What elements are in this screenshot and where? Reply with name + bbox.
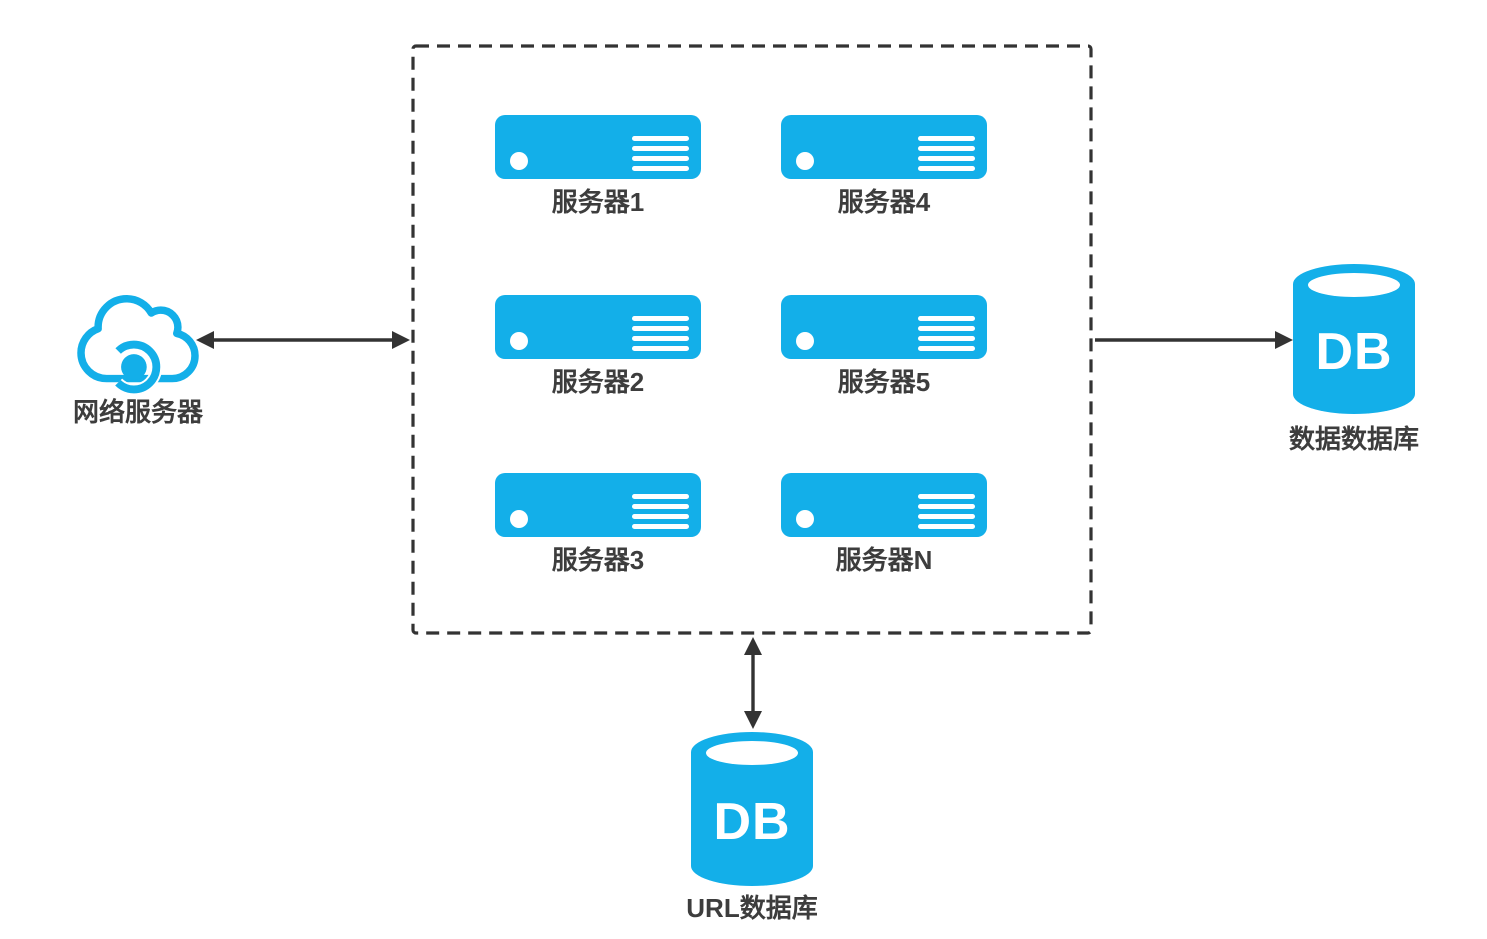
db-cylinder [1293,264,1415,414]
ring-dot [121,354,147,380]
db-cylinder [691,732,813,886]
web-server-label: 网络服务器 [72,397,203,427]
arrowhead-right [392,331,410,349]
cloud-outline [77,295,199,383]
broken-ring [107,340,161,394]
arrow-cloud-cluster [196,331,410,349]
server-vent-bars [918,136,975,176]
database-icon: DB [691,732,813,886]
cloud-server-icon [77,295,199,396]
db-text: DB [713,793,790,851]
server-label: 服务器4 [837,187,931,217]
data-database-label: 数据数据库 [1288,424,1420,454]
server-vent-bars [632,494,689,534]
server-label: 服务器1 [551,187,645,217]
server-node-3: 服务器3 [495,473,701,575]
server-node-5: 服务器5 [781,295,987,397]
server-led-dot [510,152,528,170]
server-vent-bars [918,494,975,534]
server-vent-bars [632,136,689,176]
data-database-node: DB 数据数据库 [1289,263,1419,453]
server-icon [781,295,987,359]
cluster-dashed-border [411,44,1093,635]
server-icon [781,115,987,179]
db-top-opening [706,741,798,765]
server-label: 服务器3 [551,545,645,575]
url-database-node: DB URL数据库 [686,731,818,922]
server-node-4: 服务器4 [781,115,987,217]
server-icon [495,473,701,537]
server-node-2: 服务器2 [495,295,701,397]
server-led-dot [796,152,814,170]
server-icon [495,115,701,179]
server-led-dot [796,510,814,528]
arrow-cluster-datadb [1095,331,1293,349]
server-led-dot [796,332,814,350]
server-node-1: 服务器1 [495,115,701,217]
arrow-cluster-urldb [744,637,762,729]
arrowhead-down [744,711,762,729]
server-label: 服务器2 [551,367,645,397]
arrowhead-up [744,637,762,655]
web-server-node: 网络服务器 [58,293,218,427]
server-label: 服务器N [835,545,933,575]
server-led-dot [510,332,528,350]
db-top-opening [1308,273,1400,297]
url-database-label: URL数据库 [686,893,818,923]
db-text: DB [1315,323,1392,381]
database-icon: DB [1293,264,1415,414]
server-icon [781,473,987,537]
arrowhead-right [1275,331,1293,349]
server-icon [495,295,701,359]
server-label: 服务器5 [837,367,931,397]
arrowhead-left [196,331,214,349]
server-vent-bars [918,316,975,356]
server-node-n: 服务器N [781,473,987,575]
server-vent-bars [632,316,689,356]
server-led-dot [510,510,528,528]
